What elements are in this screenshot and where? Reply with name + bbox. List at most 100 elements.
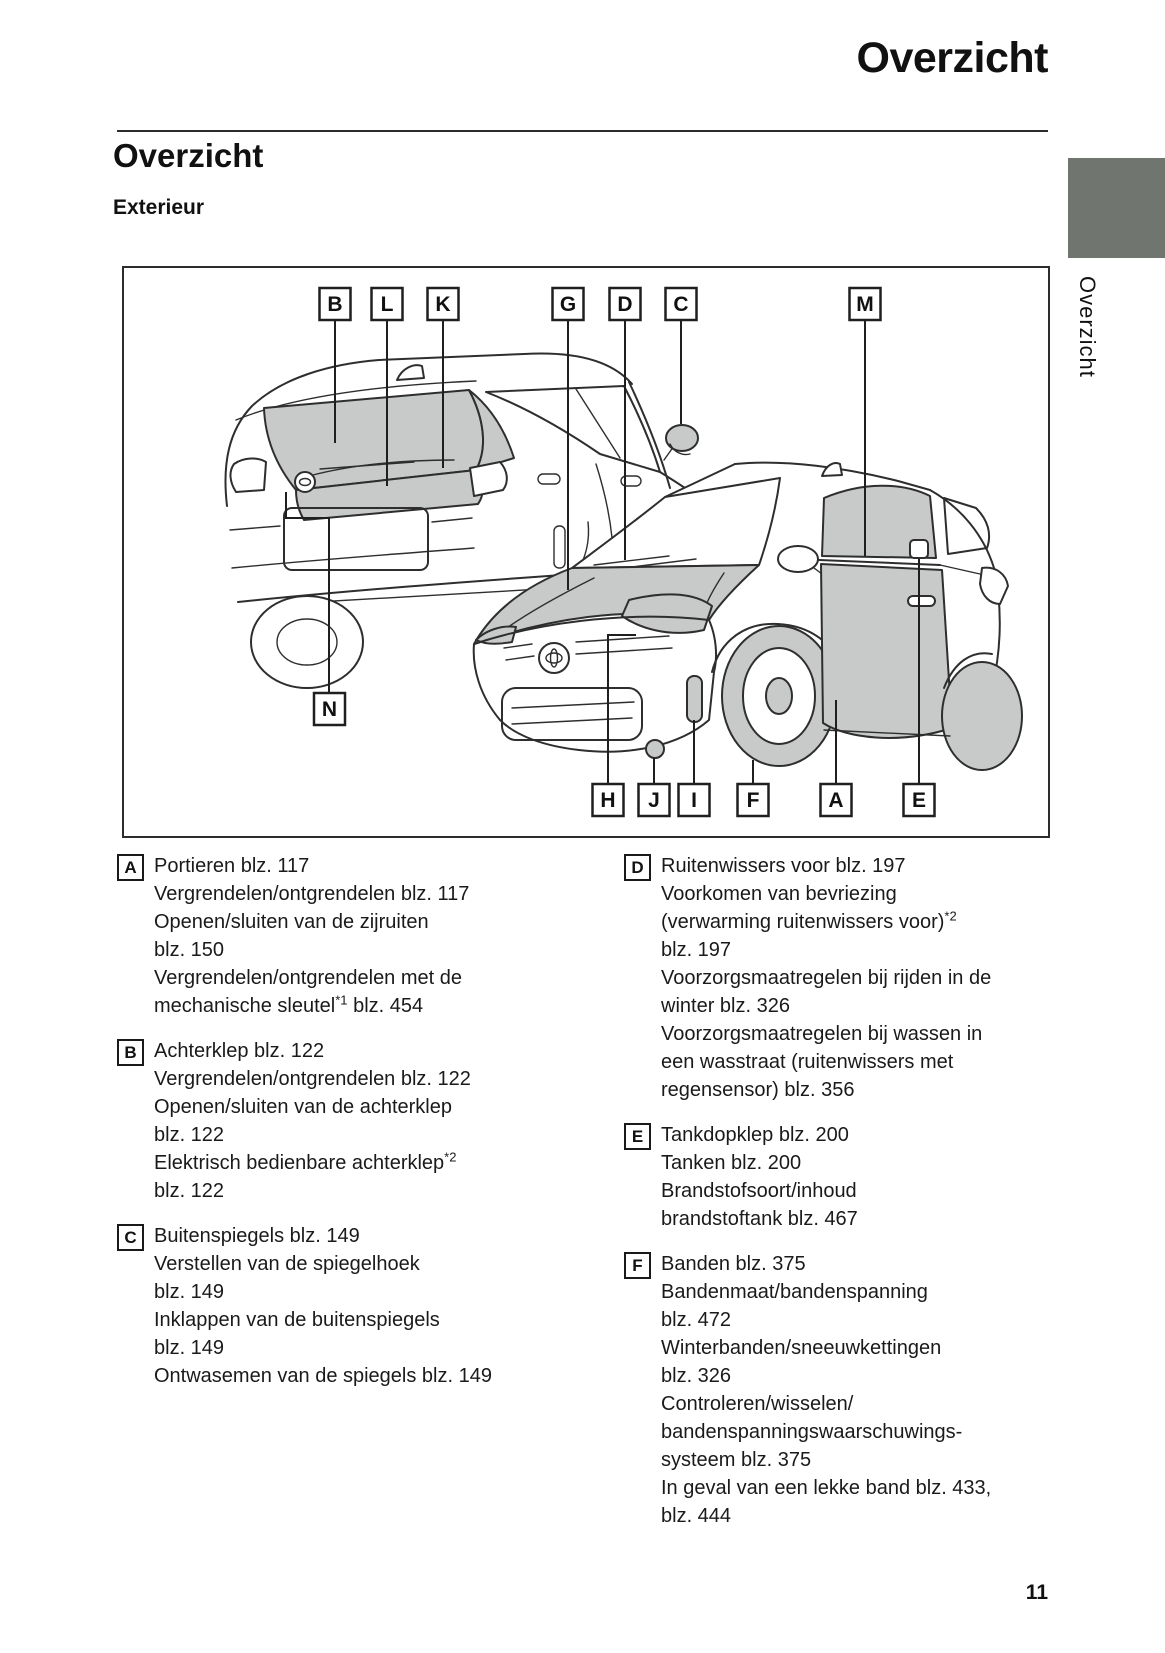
- page-header-title: Overzicht: [856, 34, 1049, 82]
- legend-line: brandstoftank blz. 467: [661, 1208, 858, 1230]
- chapter-tab-label: Overzicht: [1075, 276, 1100, 378]
- legend-key-box-c: C: [117, 1224, 144, 1251]
- diagram-label-a-text: A: [828, 789, 843, 812]
- legend-key-box-b: B: [117, 1039, 144, 1066]
- legend-line: Voorzorgsmaatregelen bij wassen in: [661, 1023, 983, 1045]
- diagram-label-h: H: [591, 782, 625, 818]
- diagram-label-b: B: [318, 286, 352, 322]
- legend-line: blz. 149: [154, 1337, 225, 1359]
- legend-line: Portieren blz. 117: [154, 855, 310, 877]
- legend-line: Openen/sluiten van de zijruiten: [154, 911, 429, 933]
- legend-line: Tanken blz. 200: [661, 1152, 802, 1174]
- header-divider-rule: [117, 130, 1048, 132]
- diagram-label-e-text: E: [912, 789, 926, 812]
- legend-line: blz. 472: [661, 1309, 732, 1331]
- diagram-label-k: K: [426, 286, 460, 322]
- diagram-label-i: I: [677, 782, 711, 818]
- diagram-label-m-text: M: [856, 293, 874, 316]
- legend-line: blz. 122: [154, 1180, 225, 1202]
- diagram-label-g: G: [551, 286, 585, 322]
- legend-line: blz. 150: [154, 939, 225, 961]
- legend-line: Elektrisch bedienbare achterklep*2: [154, 1149, 457, 1174]
- legend-line: Buitenspiegels blz. 149: [154, 1225, 360, 1247]
- leader-lines: [285, 320, 920, 784]
- legend-line: Inklappen van de buitenspiegels: [154, 1309, 440, 1331]
- legend-line: (verwarming ruitenwissers voor)*2: [661, 908, 957, 933]
- legend-line: Brandstofsoort/inhoud: [661, 1180, 857, 1202]
- diagram-label-j-text: J: [648, 789, 660, 812]
- legend-line: Ruitenwissers voor blz. 197: [661, 855, 906, 877]
- legend-line: Vergrendelen/ontgrendelen met de: [154, 967, 463, 989]
- legend-line: Verstellen van de spiegelhoek: [154, 1253, 420, 1275]
- section-title: Overzicht: [113, 137, 264, 174]
- legend-key-box-d: D: [624, 854, 651, 881]
- diagram-label-f-text: F: [747, 789, 760, 812]
- car-rear-view: [224, 352, 777, 689]
- diagram-label-h-text: H: [600, 789, 615, 812]
- diagram-label-f: F: [736, 782, 770, 818]
- legend-line: een wasstraat (ruitenwissers met: [661, 1051, 954, 1073]
- legend-line: blz. 326: [661, 1365, 732, 1387]
- legend-line: regensensor) blz. 356: [661, 1079, 855, 1101]
- diagram-label-c: C: [664, 286, 698, 322]
- legend-key-box-e: E: [624, 1123, 651, 1150]
- diagram-label-d: D: [608, 286, 642, 322]
- legend-line: Bandenmaat/bandenspanning: [661, 1281, 928, 1303]
- legend-line: Ontwasemen van de spiegels blz. 149: [154, 1365, 492, 1387]
- legend-line: Tankdopklep blz. 200: [661, 1124, 849, 1146]
- car-front-view: [472, 461, 1023, 771]
- page-number: 11: [1025, 1581, 1048, 1604]
- diagram-label-n: N: [312, 691, 347, 727]
- legend-line: Vergrendelen/ontgrendelen blz. 117: [154, 883, 470, 905]
- legend-line: blz. 149: [154, 1281, 225, 1303]
- legend-line: blz. 122: [154, 1124, 225, 1146]
- legend-line: bandenspanningswaarschuwings-: [661, 1421, 963, 1443]
- diagram-label-a: A: [819, 782, 853, 818]
- exterior-diagram-svg: B L K G D C M H: [224, 286, 1023, 818]
- diagram-label-j: J: [637, 782, 671, 818]
- legend-line: Openen/sluiten van de achterklep: [154, 1096, 452, 1118]
- legend-line: Vergrendelen/ontgrendelen blz. 122: [154, 1068, 471, 1090]
- legend-line: Achterklep blz. 122: [154, 1040, 325, 1062]
- subsection-title: Exterieur: [113, 196, 205, 219]
- diagram-label-n-text: N: [322, 698, 337, 721]
- legend-line: In geval van een lekke band blz. 433,: [661, 1477, 992, 1499]
- legend-line: Winterbanden/sneeuwkettingen: [661, 1337, 942, 1359]
- diagram-label-l: L: [370, 286, 404, 322]
- legend-line: Voorkomen van bevriezing: [661, 883, 897, 905]
- diagram-label-b-text: B: [327, 293, 342, 316]
- diagram-label-c-text: C: [673, 293, 688, 316]
- legend-line: Voorzorgsmaatregelen bij rijden in de: [661, 967, 992, 989]
- diagram-label-l-text: L: [381, 293, 394, 316]
- legend-key-box-a: A: [117, 854, 144, 881]
- diagram-label-i-text: I: [691, 789, 697, 812]
- diagram-label-g-text: G: [560, 293, 576, 316]
- legend-line: Controleren/wisselen/: [661, 1393, 854, 1415]
- legend-line: blz. 197: [661, 939, 732, 961]
- diagram-label-k-text: K: [435, 293, 450, 316]
- diagram-label-e: E: [902, 782, 936, 818]
- diagram-label-m: M: [848, 286, 882, 322]
- legend-line: winter blz. 326: [661, 995, 790, 1017]
- exterior-diagram: B L K G D C M H: [122, 266, 1050, 838]
- chapter-tab-marker: [1068, 158, 1165, 258]
- legend-line: systeem blz. 375: [661, 1449, 812, 1471]
- diagram-label-d-text: D: [617, 293, 632, 316]
- legend-line: mechanische sleutel*1 blz. 454: [154, 992, 424, 1017]
- legend-line: blz. 444: [661, 1505, 732, 1527]
- legend-line: Banden blz. 375: [661, 1253, 806, 1275]
